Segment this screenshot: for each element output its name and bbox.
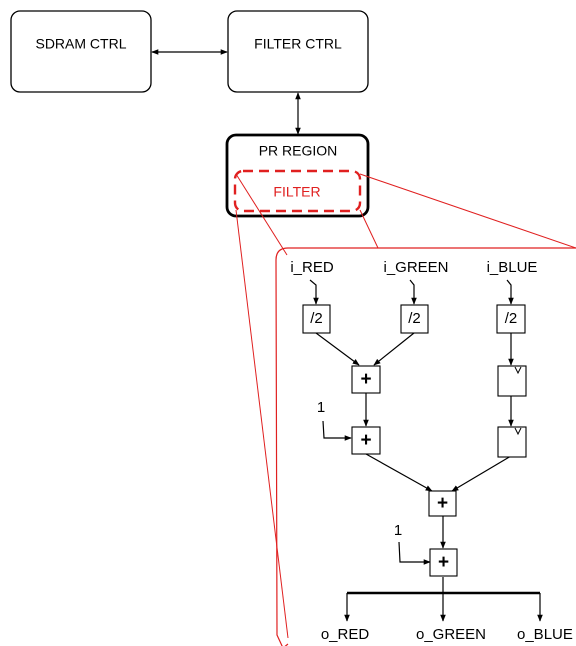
sdram-ctrl-box bbox=[10, 10, 152, 93]
div-green-label: /2 bbox=[408, 310, 421, 327]
output-bus bbox=[344, 577, 543, 622]
constant-one-second-label: 1 bbox=[394, 522, 402, 539]
blue-delay-one-clock-icon bbox=[514, 366, 522, 375]
filter-dashed-box bbox=[233, 169, 362, 213]
adder-constant-one-plus: + bbox=[360, 430, 371, 451]
pr-region-box bbox=[225, 133, 370, 218]
div-blue-label: /2 bbox=[505, 310, 518, 327]
output-red-label: o_RED bbox=[321, 626, 370, 643]
filter-outputs: o_RED o_GREEN o_BLUE bbox=[321, 626, 573, 643]
adder-color-sum-box bbox=[428, 490, 457, 517]
blue-delay-one-register bbox=[497, 365, 527, 397]
input-green-wire bbox=[409, 279, 417, 305]
filter-ctrl-label: FILTER CTRL bbox=[254, 36, 342, 52]
constant-one-first-wire bbox=[322, 420, 352, 441]
delay-two-to-third-adder-wire bbox=[451, 455, 512, 492]
red-to-first-adder-wire bbox=[315, 332, 360, 366]
adder-final-box bbox=[429, 548, 458, 577]
output-green-label: o_GREEN bbox=[416, 626, 486, 643]
filter-zoom-lines bbox=[235, 173, 576, 639]
adder-red-green-box bbox=[351, 365, 381, 394]
output-blue-label: o_BLUE bbox=[517, 626, 573, 643]
filter-detail-frame bbox=[275, 247, 576, 646]
zoom-line-left-top bbox=[235, 173, 288, 256]
filter-label: FILTER bbox=[273, 184, 320, 200]
constant-one-first-label: 1 bbox=[317, 399, 325, 416]
green-to-first-adder-wire bbox=[373, 332, 415, 366]
input-red-wire bbox=[309, 279, 319, 305]
second-adder-to-third-adder-wire bbox=[365, 453, 433, 492]
adder-tree-wires bbox=[315, 332, 514, 565]
filter-ctrl-block: FILTER CTRL bbox=[227, 10, 369, 93]
input-red-label: i_RED bbox=[290, 259, 334, 276]
divide-by-two-blocks: /2 /2 /2 bbox=[302, 304, 526, 334]
div-green-box bbox=[400, 304, 429, 334]
pr-region-label: PR REGION bbox=[259, 143, 338, 159]
adder-final-plus: + bbox=[438, 552, 449, 573]
input-blue-wire bbox=[506, 279, 514, 305]
sdram-ctrl-label: SDRAM CTRL bbox=[35, 36, 126, 52]
adder-red-green-plus: + bbox=[360, 369, 371, 390]
pr-region-block: PR REGION bbox=[225, 133, 370, 218]
input-green-label: i_GREEN bbox=[383, 259, 448, 276]
blue-delay-two-clock-icon bbox=[514, 427, 522, 436]
filter-block: FILTER bbox=[233, 169, 362, 213]
sdram-ctrl-block: SDRAM CTRL bbox=[10, 10, 152, 93]
div-red-label: /2 bbox=[310, 310, 323, 327]
zoom-line-right-top bbox=[359, 173, 576, 249]
filter-ctrl-box bbox=[227, 10, 369, 93]
zoom-line-right-bottom bbox=[359, 209, 379, 249]
blue-delay-two-register bbox=[497, 426, 527, 458]
adder-constant-one-box bbox=[351, 426, 381, 455]
adder-color-sum-plus: + bbox=[437, 493, 448, 514]
constant-one-second-wire bbox=[398, 541, 431, 565]
input-blue-label: i_BLUE bbox=[487, 259, 538, 276]
zoom-line-left-bottom bbox=[235, 209, 289, 639]
input-paths bbox=[309, 279, 514, 305]
filter-operators: + 1 + + 1 + bbox=[317, 365, 527, 577]
filter-inputs: i_RED i_GREEN i_BLUE bbox=[290, 259, 537, 276]
